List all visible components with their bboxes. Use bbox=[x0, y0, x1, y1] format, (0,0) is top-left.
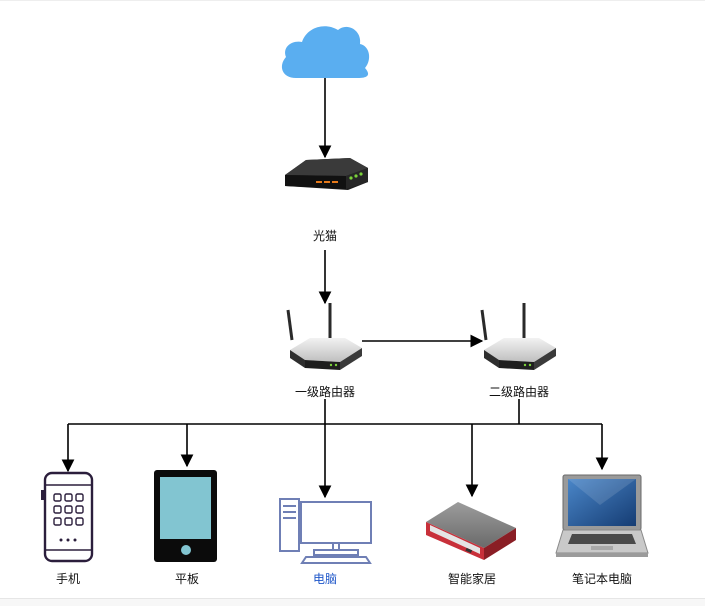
desktop-computer-icon bbox=[279, 498, 372, 564]
modem-label: 光猫 bbox=[313, 229, 337, 243]
bottom-border bbox=[0, 598, 705, 606]
top-border bbox=[0, 0, 705, 1]
router-icon bbox=[286, 303, 362, 370]
pc-label: 电脑 bbox=[313, 572, 337, 586]
router1-label: 一级路由器 bbox=[295, 384, 355, 399]
modem-icon bbox=[285, 158, 368, 190]
connectors bbox=[61, 78, 609, 499]
router2-label: 二级路由器 bbox=[489, 384, 549, 399]
tablet-icon bbox=[154, 470, 217, 562]
smart-home-hub-icon bbox=[426, 502, 516, 560]
tablet-label: 平板 bbox=[175, 572, 199, 586]
laptop-label: 笔记本电脑 bbox=[572, 571, 632, 586]
phone-label: 手机 bbox=[56, 572, 80, 586]
smarthome-label: 智能家居 bbox=[448, 571, 496, 586]
router-icon bbox=[480, 303, 556, 370]
smartphone-icon bbox=[41, 471, 94, 563]
modem-leds bbox=[316, 172, 363, 183]
cloud-icon bbox=[281, 26, 370, 78]
laptop-icon bbox=[555, 474, 649, 557]
